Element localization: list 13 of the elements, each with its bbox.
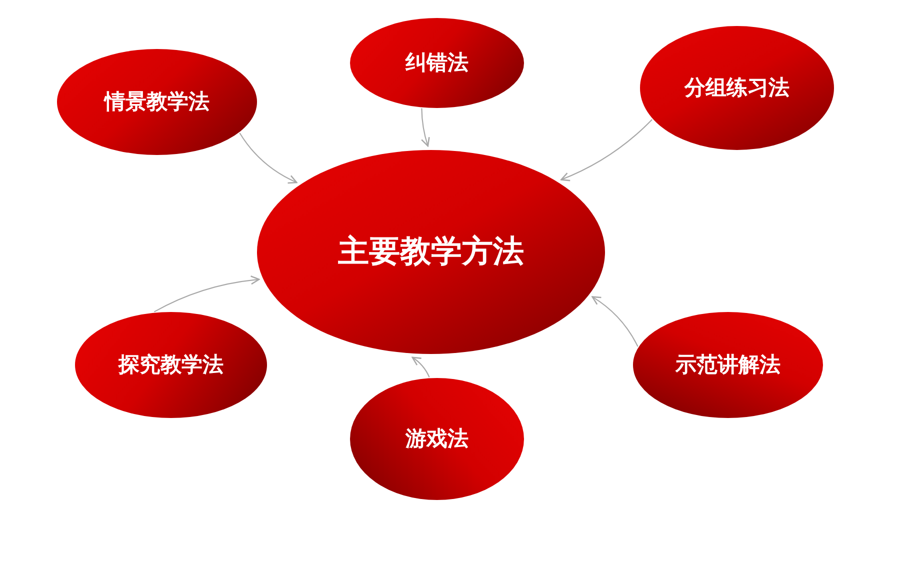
ellipse-label: 游戏法 <box>406 426 468 452</box>
arrow <box>239 132 298 184</box>
ellipse-label: 示范讲解法 <box>676 352 780 378</box>
ellipse-label: 分组练习法 <box>684 75 790 101</box>
arrow <box>421 108 430 147</box>
ellipse-label: 探究教学法 <box>118 352 224 378</box>
arrow <box>412 356 430 378</box>
arrow <box>560 119 652 182</box>
arrow <box>592 296 638 347</box>
ellipse-label: 情景教学法 <box>104 89 210 115</box>
ellipse-label: 纠错法 <box>406 50 468 76</box>
arrow <box>154 276 260 312</box>
ellipse-label: 主要教学方法 <box>338 233 524 271</box>
